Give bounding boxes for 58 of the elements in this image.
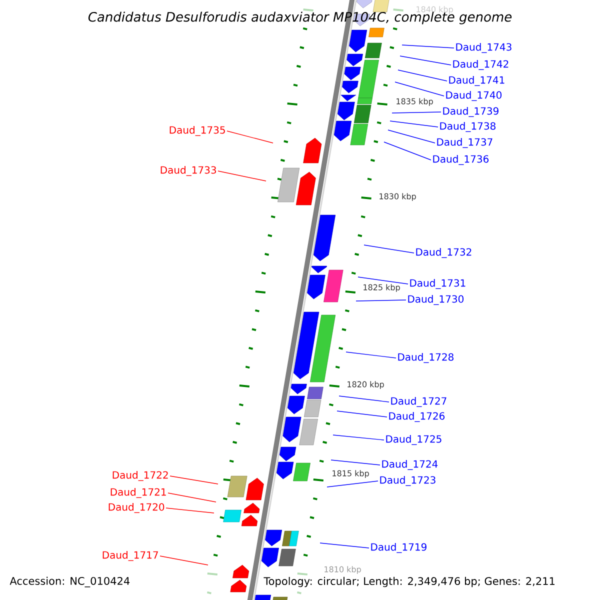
leader-line: [226, 130, 274, 144]
gene-label: Daud_1737: [437, 138, 492, 148]
gene-label: Daud_1728: [398, 353, 454, 363]
leader-line: [326, 480, 378, 488]
leader-line: [170, 476, 218, 484]
leader-line: [384, 142, 432, 160]
gene-label: Daud_1743: [456, 43, 512, 53]
gene-label: Daud_1720: [108, 503, 164, 513]
leader-line: [358, 276, 408, 284]
gene-label: Daud_1721: [110, 488, 166, 498]
leader-line: [332, 434, 384, 440]
leader-line: [320, 542, 370, 548]
scale-label: 1840 kbp: [416, 6, 453, 14]
leader-line: [218, 170, 266, 182]
scale-label: 1835 kbp: [396, 98, 433, 106]
leader-line: [398, 70, 448, 82]
leader-line: [394, 82, 444, 96]
leader-line: [346, 352, 396, 358]
info-text: Topology: circular; Length: 2,349,476 bp; Genes: 2,211: [262, 575, 557, 589]
scale-label: 1825 kbp: [364, 284, 400, 292]
scale-label: 1830 kbp: [380, 193, 416, 201]
gene-label: Daud_1723: [380, 476, 436, 486]
title: Candidatus Desulforudis audaxviator MP104C, complete genome: [88, 12, 512, 24]
gene-label: Daud_1741: [449, 76, 504, 86]
gene-label: Daud_1735: [170, 126, 225, 136]
gene-label: Daud_1739: [443, 107, 498, 117]
gene-label: Daud_1742: [453, 60, 508, 70]
gene-label: Daud_1731: [410, 279, 466, 289]
gene-label: Daud_1736: [433, 155, 489, 165]
gene-label: Daud_1727: [391, 397, 446, 407]
gene-label: Daud_1725: [386, 435, 442, 445]
gene-label: Daud_1724: [382, 460, 438, 470]
gene-label: Daud_1730: [408, 295, 464, 305]
leader-line: [168, 492, 216, 502]
leader-line: [390, 120, 438, 128]
gene-label: Daud_1719: [371, 543, 426, 553]
leader-line: [364, 244, 414, 254]
leader-line: [392, 112, 442, 114]
gene-label: Daud_1717: [102, 551, 158, 561]
leader-line: [402, 44, 454, 48]
leader-line: [356, 300, 406, 302]
scale-label: 1810 kbp: [324, 566, 361, 574]
gene-label: Daud_1722: [112, 471, 168, 481]
gene-label: Daud_1732: [416, 248, 472, 258]
leader-line: [336, 410, 388, 418]
gene-label: Daud_1738: [440, 122, 496, 132]
gene-label: Daud_1726: [389, 412, 445, 422]
leader-line: [330, 460, 380, 466]
scale-label: 1815 kbp: [332, 470, 369, 478]
leader-line: [388, 130, 436, 144]
leader-line: [400, 56, 452, 66]
scale-label: 1820 kbp: [348, 381, 384, 389]
gene-label: Daud_1740: [446, 91, 502, 101]
leader-line: [338, 396, 390, 402]
leader-line: [166, 508, 214, 514]
leader-line: [160, 556, 208, 566]
gene-label: Daud_1733: [160, 166, 216, 176]
info-text: Accession: NC_010424: [8, 575, 132, 589]
